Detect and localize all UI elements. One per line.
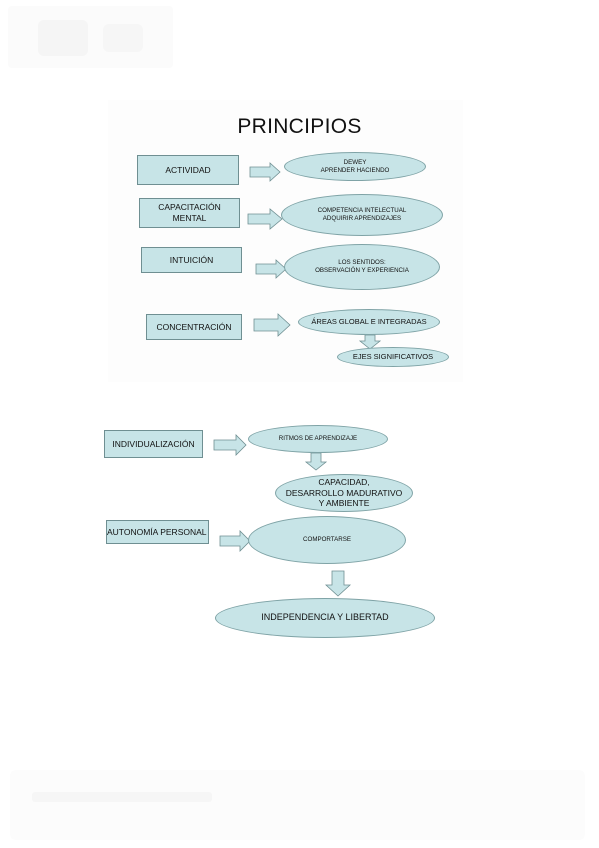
page-title: PRINCIPIOS <box>237 115 362 138</box>
individualizacion-box: INDIVIDUALIZACIÓN <box>104 430 203 458</box>
autonomia-sub-oval: INDEPENDENCIA Y LIBERTAD <box>215 598 435 638</box>
capacitacion-oval: COMPETENCIA INTELECTUAL ADQUIRIR APRENDI… <box>281 194 443 236</box>
right-arrow-icon <box>253 313 291 337</box>
right-arrow-icon <box>249 162 281 182</box>
actividad-box: ACTIVIDAD <box>137 155 239 185</box>
watermark-footer <box>10 770 585 840</box>
concentracion-sub-oval: EJES SIGNIFICATIVOS <box>337 347 449 367</box>
actividad-oval: DEWEY APRENDER HACIENDO <box>284 152 426 181</box>
watermark-logo-glyph <box>38 20 88 56</box>
watermark-logo <box>8 6 173 68</box>
concentracion-box: CONCENTRACIÓN <box>146 314 242 340</box>
down-arrow-icon <box>358 334 382 350</box>
watermark-logo-glyph <box>103 24 143 52</box>
autonomia-box: AUTONOMÍA PERSONAL <box>106 520 209 544</box>
individualizacion-oval: RITMOS DE APRENDIZAJE <box>248 425 388 453</box>
watermark-footer-line <box>32 792 212 802</box>
intuicion-oval: LOS SENTIDOS: OBSERVACIÓN Y EXPERIENCIA <box>284 244 440 290</box>
right-arrow-icon <box>247 208 283 230</box>
down-arrow-icon <box>304 452 328 471</box>
concentracion-oval: ÁREAS GLOBAL E INTEGRADAS <box>298 309 440 335</box>
right-arrow-icon <box>219 530 251 552</box>
capacitacion-box: CAPACITACIÓN MENTAL <box>139 198 240 228</box>
individualizacion-sub-oval: CAPACIDAD, DESARROLLO MADURATIVO Y AMBIE… <box>275 474 413 512</box>
down-arrow-icon <box>324 570 352 597</box>
autonomia-oval: COMPORTARSE <box>248 516 406 564</box>
intuicion-box: INTUICIÓN <box>141 247 242 273</box>
right-arrow-icon <box>255 259 287 279</box>
right-arrow-icon <box>213 434 247 456</box>
